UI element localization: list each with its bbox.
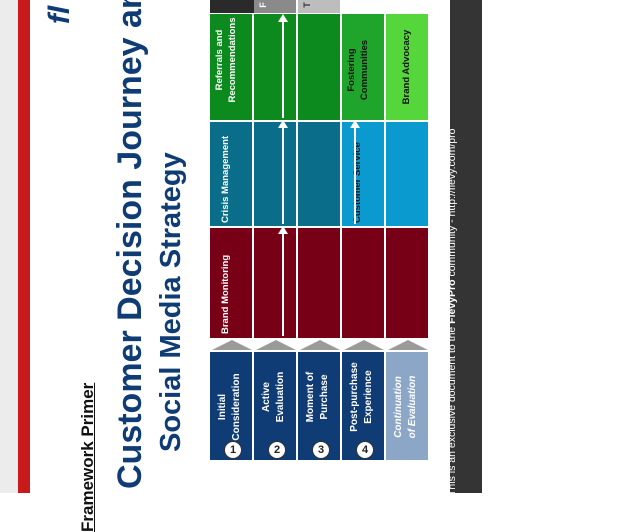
stage-label-2-line2: Evaluation bbox=[275, 371, 286, 423]
fostering-line2: Communities bbox=[359, 39, 370, 101]
stage-number-4: 4 bbox=[356, 441, 374, 459]
stage-number-2: 2 bbox=[268, 441, 286, 459]
stage-number-3: 3 bbox=[312, 441, 330, 459]
crisis-arrow-top bbox=[282, 126, 284, 224]
stage-label-2: Active Evaluation bbox=[258, 347, 292, 447]
brand-monitoring-cell-4 bbox=[342, 228, 384, 338]
fostering-communities-cell bbox=[342, 14, 384, 120]
stage-label-3-line1: Moment of bbox=[305, 371, 316, 423]
brand-monitoring-cell-3 bbox=[298, 228, 340, 338]
stage-label-4-line1: Post-purchase bbox=[349, 362, 360, 432]
stage-label-1: Initial Consideration bbox=[214, 357, 248, 457]
stage-label-3: Moment of Purchase bbox=[302, 347, 336, 447]
top-stub-label-t: T bbox=[302, 2, 312, 8]
crisis-management-cell-1 bbox=[210, 122, 252, 226]
stage-label-5-line1: Continuation bbox=[393, 376, 404, 438]
footer-brand: FlevyPro bbox=[446, 279, 458, 324]
brand-monitoring-cell-1 bbox=[210, 228, 252, 338]
referrals-label: Referrals and Recommendations bbox=[213, 15, 241, 105]
brand-monitoring-label: Brand Monitoring bbox=[220, 254, 231, 334]
crisis-management-cell-3 bbox=[298, 122, 340, 226]
referrals-cell-1 bbox=[210, 14, 252, 120]
flevy-logo: fl bbox=[43, 5, 76, 25]
fostering-communities-label: Fostering Communities bbox=[345, 30, 373, 110]
stage-tab-2 bbox=[256, 340, 296, 350]
fostering-line1: Fostering bbox=[346, 48, 357, 92]
footer-bar bbox=[450, 0, 482, 493]
brand-monitoring-arrowhead bbox=[278, 226, 288, 234]
stage-label-3-line2: Purchase bbox=[319, 374, 330, 420]
stage-label-1-line1: Initial bbox=[217, 393, 228, 421]
crisis-management-label: Crisis Management bbox=[220, 135, 231, 223]
stage-label-1-line2: Consideration bbox=[231, 373, 242, 441]
top-stub-label-f: F bbox=[258, 2, 268, 8]
stage-continuation bbox=[386, 352, 428, 460]
stage-label-5: Continuation of Evaluation bbox=[390, 357, 424, 457]
footer-suffix: community - http://flevy.com/pro bbox=[446, 128, 458, 280]
left-margin bbox=[0, 0, 18, 493]
top-stub-gray-2 bbox=[298, 0, 340, 13]
stage-number-1: 1 bbox=[224, 441, 242, 459]
crisis-arrowhead-top bbox=[278, 120, 288, 128]
stage-tab-3 bbox=[300, 340, 340, 350]
brand-monitoring-arrow bbox=[282, 232, 284, 336]
stage-tab-4 bbox=[344, 340, 384, 350]
stage-label-4: Post-purchase Experience bbox=[346, 347, 380, 447]
right-blank-area bbox=[482, 0, 638, 493]
framework-primer-label: Framework Primer bbox=[78, 382, 97, 532]
stage-tab-1 bbox=[212, 340, 252, 350]
referrals-arrowhead bbox=[278, 14, 288, 22]
stage-tab-5 bbox=[388, 340, 428, 350]
stage-label-2-line1: Active bbox=[261, 382, 272, 413]
brand-monitoring-cell-5 bbox=[386, 228, 428, 338]
page-title-line2: Social Media Strategy bbox=[155, 152, 187, 452]
footer-text: This is an exclusive document to the Fle… bbox=[444, 46, 460, 496]
crisis-management-cell-2 bbox=[254, 122, 296, 226]
brand-monitoring-cell-2 bbox=[254, 228, 296, 338]
customer-service-cell bbox=[342, 122, 384, 226]
crisis-management-cell-5 bbox=[386, 122, 428, 226]
referrals-arrow bbox=[282, 20, 284, 118]
stage-label-4-line2: Experience bbox=[363, 370, 374, 424]
stage-label-5-line2: of Evaluation bbox=[407, 375, 418, 439]
brand-advocacy-label: Brand Advocacy bbox=[401, 29, 412, 105]
referrals-cell-3 bbox=[298, 14, 340, 120]
referrals-cell-2 bbox=[254, 14, 296, 120]
referrals-label-line1: Referrals and bbox=[214, 29, 225, 91]
left-accent-bar bbox=[18, 0, 30, 493]
crisis-arrow-bottom bbox=[354, 126, 356, 224]
page-title-line1: Customer Decision Journey and bbox=[111, 0, 149, 489]
footer-prefix: This is an exclusive document to the bbox=[446, 323, 458, 496]
top-stub-gray-1 bbox=[254, 0, 296, 13]
brand-advocacy-cell bbox=[386, 14, 428, 120]
crisis-arrowhead-bottom bbox=[350, 120, 360, 128]
referrals-label-line2: Recommendations bbox=[227, 17, 238, 103]
